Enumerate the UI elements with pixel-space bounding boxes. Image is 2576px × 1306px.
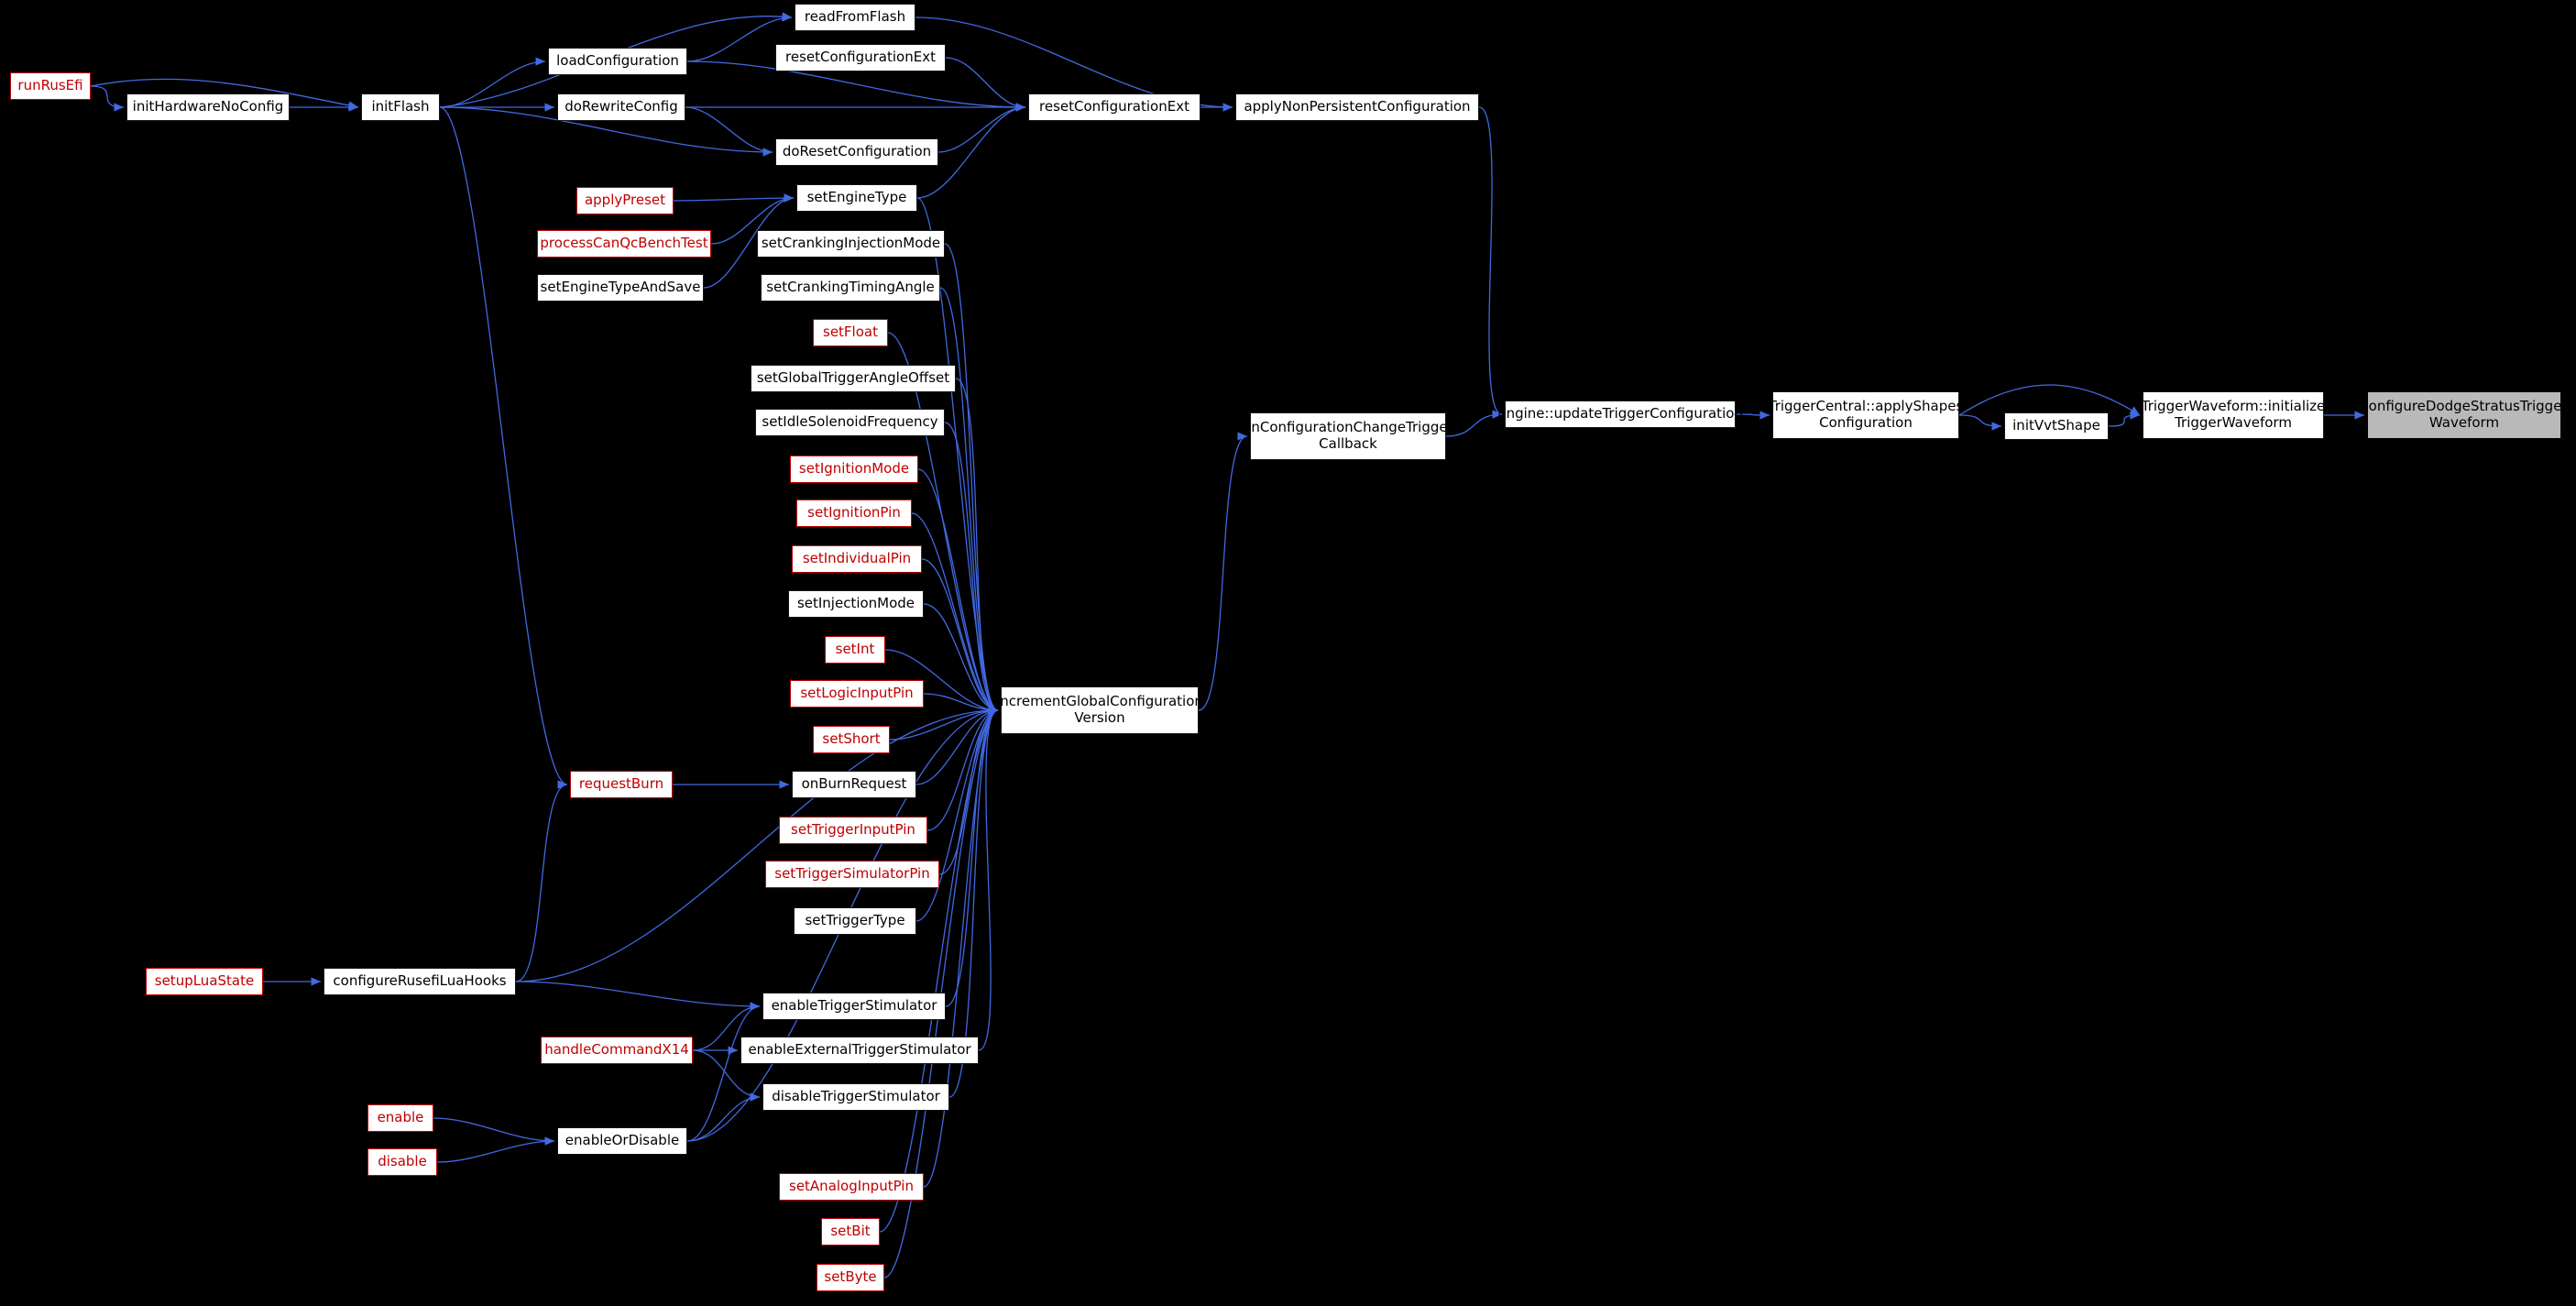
node-readFromFlash[interactable]: readFromFlash xyxy=(795,4,915,31)
node-setBit[interactable]: setBit xyxy=(821,1218,880,1246)
node-initHardwareNoConfig[interactable]: initHardwareNoConfig xyxy=(126,93,290,121)
node-updateTriggerConfiguration[interactable]: Engine::updateTriggerConfiguration xyxy=(1497,401,1743,428)
node-setAnalogInputPin[interactable]: setAnalogInputPin xyxy=(779,1173,924,1201)
node-enableExternalTriggerStimulator[interactable]: enableExternalTriggerStimulator xyxy=(740,1037,979,1064)
call-edge-processCanQcBenchTest-to-setEngineType xyxy=(710,193,795,245)
call-edge-setIndividualPin-to-incrementGlobalConfigurationVersion xyxy=(921,558,999,715)
call-edge-initFlash-to-requestBurn xyxy=(439,106,568,789)
node-setGlobalTriggerAngleOffset[interactable]: setGlobalTriggerAngleOffset xyxy=(751,365,956,392)
node-applyPreset[interactable]: applyPreset xyxy=(576,187,674,214)
call-edge-setBit-to-incrementGlobalConfigurationVersion xyxy=(879,706,999,1233)
call-edge-setAnalogInputPin-to-incrementGlobalConfigurationVersion xyxy=(923,706,999,1188)
node-doResetConfiguration[interactable]: doResetConfiguration xyxy=(775,138,938,166)
call-edge-runRusEfi-to-initHardwareNoConfig xyxy=(90,85,125,112)
call-edge-incrementGlobalConfigurationVersion-to-onConfigurationChangeTriggerCallback xyxy=(1198,432,1248,711)
call-edge-initVvtShape-to-initializeTriggerWaveform xyxy=(2108,411,2141,427)
call-edge-onBurnRequest-to-incrementGlobalConfigurationVersion xyxy=(915,706,999,785)
node-setTriggerInputPin[interactable]: setTriggerInputPin xyxy=(779,817,927,844)
node-initFlash[interactable]: initFlash xyxy=(361,93,440,121)
call-edge-enableOrDisable-to-disableTriggerStimulator xyxy=(686,1092,761,1142)
call-edge-applyPreset-to-setEngineType xyxy=(673,193,795,203)
node-applyNonPersistentConfiguration[interactable]: applyNonPersistentConfiguration xyxy=(1235,93,1479,121)
node-resetConfigurationExt[interactable]: resetConfigurationExt xyxy=(1028,93,1200,121)
node-loadConfiguration[interactable]: loadConfiguration xyxy=(548,48,687,75)
node-initVvtShape[interactable]: initVvtShape xyxy=(2004,412,2109,440)
node-doRewriteConfig[interactable]: doRewriteConfig xyxy=(557,93,685,121)
call-edge-setIdleSolenoidFrequency-to-incrementGlobalConfigurationVersion xyxy=(944,422,999,715)
call-edge-onConfigurationChangeTriggerCallback-to-updateTriggerConfiguration xyxy=(1445,410,1503,437)
call-edge-setEngineTypeAndSave-to-setEngineType xyxy=(703,193,795,289)
call-edge-applyShapesConfiguration-to-initVvtShape xyxy=(1958,414,2002,431)
call-edge-disable-to-enableOrDisable xyxy=(436,1136,555,1163)
node-setInt[interactable]: setInt xyxy=(825,636,885,664)
call-edge-setIgnitionMode-to-incrementGlobalConfigurationVersion xyxy=(917,468,999,715)
call-edge-setEngineType-to-resetConfigurationExt xyxy=(916,103,1026,199)
node-setByte[interactable]: setByte xyxy=(817,1264,884,1291)
node-runRusEfi[interactable]: runRusEfi xyxy=(10,72,91,100)
call-edge-enableExternalTriggerStimulator-to-incrementGlobalConfigurationVersion xyxy=(978,706,999,1051)
node-configureRusefiLuaHooks[interactable]: configureRusefiLuaHooks xyxy=(323,968,516,995)
node-setLogicInputPin[interactable]: setLogicInputPin xyxy=(790,680,924,708)
call-edge-applyShapesConfiguration-to-initializeTriggerWaveform xyxy=(1958,384,2141,416)
node-incrementGlobalConfigurationVersion[interactable]: incrementGlobalConfiguration Version xyxy=(996,686,1203,734)
node-setEngineType[interactable]: setEngineType xyxy=(796,184,917,212)
call-edge-enableTriggerStimulator-to-incrementGlobalConfigurationVersion xyxy=(945,706,999,1007)
call-edge-setTriggerInputPin-to-incrementGlobalConfigurationVersion xyxy=(926,706,999,831)
node-setIgnitionPin[interactable]: setIgnitionPin xyxy=(796,499,912,527)
node-setIndividualPin[interactable]: setIndividualPin xyxy=(792,545,922,573)
call-edge-doResetConfiguration-to-resetConfigurationExt xyxy=(937,103,1026,153)
call-edge-initFlash-to-doResetConfiguration xyxy=(439,106,773,157)
node-disableTriggerStimulator[interactable]: disableTriggerStimulator xyxy=(762,1083,949,1111)
node-enable[interactable]: enable xyxy=(367,1104,433,1132)
node-resetConfigurationExt2[interactable]: resetConfigurationExt xyxy=(775,44,946,71)
node-handleCommandX14[interactable]: handleCommandX14 xyxy=(541,1037,693,1064)
call-edge-setInt-to-incrementGlobalConfigurationVersion xyxy=(884,649,999,715)
call-edge-enableOrDisable-to-enableTriggerStimulator xyxy=(686,1002,761,1142)
call-edge-updateTriggerConfiguration-to-applyShapesConfiguration xyxy=(1735,411,1770,420)
node-setupLuaState[interactable]: setupLuaState xyxy=(146,968,263,995)
call-edge-loadConfiguration-to-resetConfigurationExt xyxy=(686,60,1026,112)
node-setInjectionMode[interactable]: setInjectionMode xyxy=(788,590,924,618)
node-setTriggerType[interactable]: setTriggerType xyxy=(794,907,916,935)
call-edge-configureRusefiLuaHooks-to-incrementGlobalConfigurationVersion xyxy=(515,706,999,982)
node-configureDodgeStratusTriggerWaveform[interactable]: configureDodgeStratusTrigger Waveform xyxy=(2361,391,2568,439)
node-setCrankingInjectionMode[interactable]: setCrankingInjectionMode xyxy=(757,230,945,258)
node-setEngineTypeAndSave[interactable]: setEngineTypeAndSave xyxy=(537,274,704,302)
node-setFloat[interactable]: setFloat xyxy=(813,319,888,346)
call-edge-setGlobalTriggerAngleOffset-to-incrementGlobalConfigurationVersion xyxy=(955,378,999,715)
call-edge-setTriggerType-to-incrementGlobalConfigurationVersion xyxy=(915,706,999,922)
node-initializeTriggerWaveform[interactable]: TriggerWaveform::initialize TriggerWavef… xyxy=(2142,391,2325,439)
node-processCanQcBenchTest[interactable]: processCanQcBenchTest xyxy=(537,230,711,258)
node-setIgnitionMode[interactable]: setIgnitionMode xyxy=(790,455,918,483)
node-applyShapesConfiguration[interactable]: TriggerCentral::applyShapes Configuratio… xyxy=(1769,391,1963,439)
node-onConfigurationChangeTriggerCallback[interactable]: onConfigurationChangeTrigger Callback xyxy=(1243,412,1453,460)
call-edge-applyNonPersistentConfiguration-to-updateTriggerConfiguration xyxy=(1478,106,1503,419)
node-setIdleSolenoidFrequency[interactable]: setIdleSolenoidFrequency xyxy=(755,409,945,436)
call-edge-setCrankingInjectionMode-to-incrementGlobalConfigurationVersion xyxy=(944,243,999,715)
call-edge-setTriggerSimulatorPin-to-incrementGlobalConfigurationVersion xyxy=(938,706,999,875)
node-setTriggerSimulatorPin[interactable]: setTriggerSimulatorPin xyxy=(765,861,939,888)
call-edge-initFlash-to-loadConfiguration xyxy=(439,57,546,108)
call-edge-enable-to-enableOrDisable xyxy=(433,1117,555,1146)
node-disable[interactable]: disable xyxy=(367,1148,437,1176)
call-edge-setShort-to-incrementGlobalConfigurationVersion xyxy=(889,706,999,741)
call-edge-setInjectionMode-to-incrementGlobalConfigurationVersion xyxy=(923,603,999,715)
call-edge-configureRusefiLuaHooks-to-requestBurn xyxy=(515,780,568,982)
node-enableTriggerStimulator[interactable]: enableTriggerStimulator xyxy=(762,993,946,1020)
call-edge-loadConfiguration-to-readFromFlash xyxy=(686,13,793,62)
node-onBurnRequest[interactable]: onBurnRequest xyxy=(792,771,916,798)
node-requestBurn[interactable]: requestBurn xyxy=(570,771,673,798)
call-edge-doRewriteConfig-to-doResetConfiguration xyxy=(685,106,773,157)
node-enableOrDisable[interactable]: enableOrDisable xyxy=(557,1127,687,1155)
call-edge-runRusEfi-to-initFlash xyxy=(90,78,359,110)
node-setShort[interactable]: setShort xyxy=(813,726,890,753)
call-edge-resetConfigurationExt2-to-resetConfigurationExt xyxy=(945,57,1026,112)
node-setCrankingTimingAngle[interactable]: setCrankingTimingAngle xyxy=(761,274,940,302)
edge-group xyxy=(90,12,2364,1279)
call-edge-setIgnitionPin-to-incrementGlobalConfigurationVersion xyxy=(911,512,999,715)
call-edge-configureRusefiLuaHooks-to-enableTriggerStimulator xyxy=(515,981,761,1011)
